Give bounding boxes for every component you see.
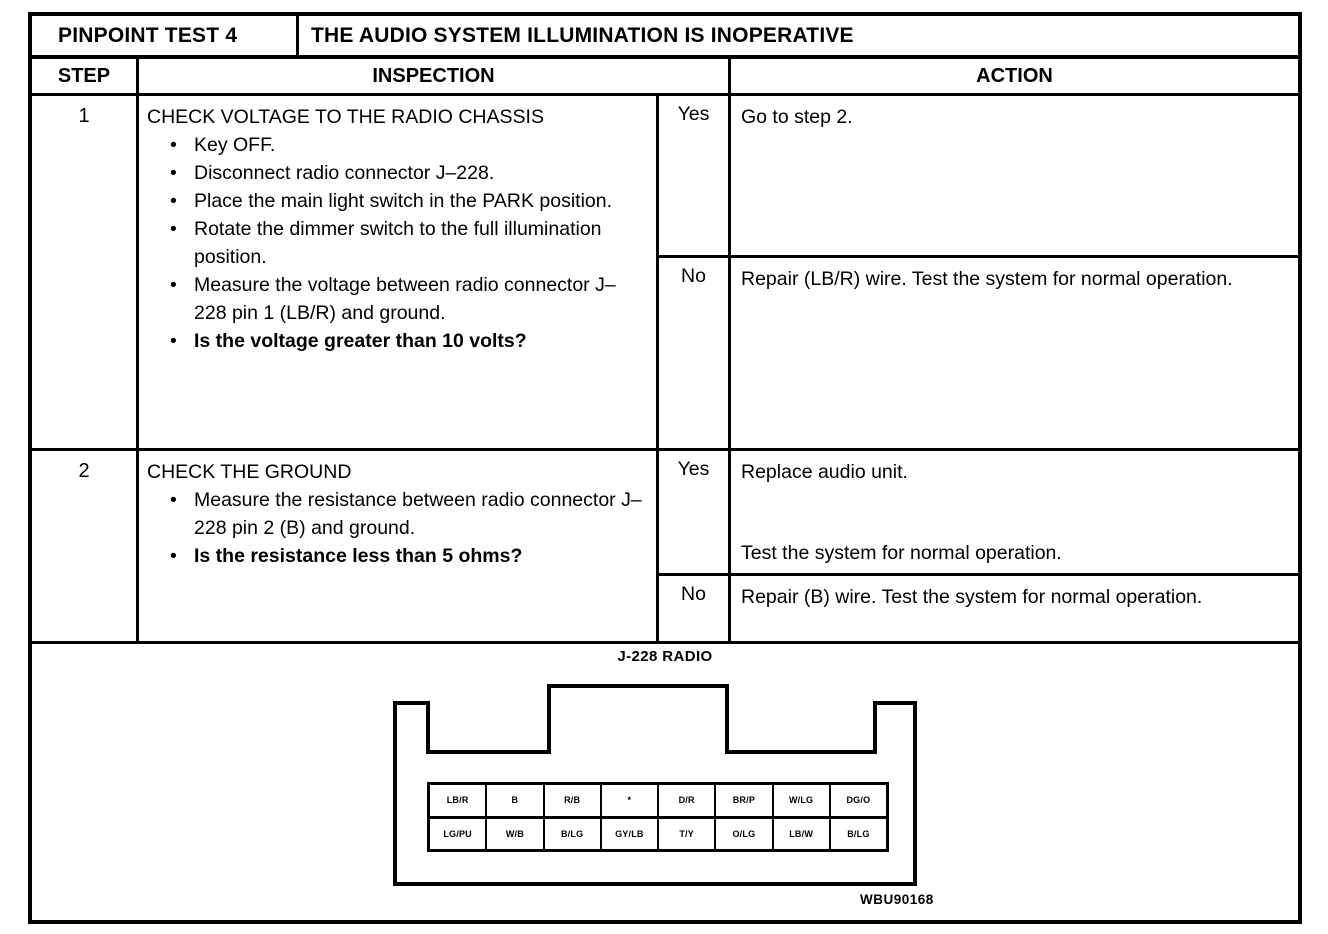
no-action-text: Repair (LB/R) wire. Test the system for …: [741, 268, 1233, 290]
inspection-bullet-list: • Key OFF. • Disconnect radio connector J–2…: [147, 131, 648, 355]
pin-label: B/LG: [847, 828, 870, 839]
no-action-cell: Repair (LB/R) wire. Test the system for …: [731, 258, 1298, 448]
no-label: No: [659, 258, 731, 448]
step-row-2: 2 CHECK THE GROUND • Measure the resistan…: [32, 451, 1298, 644]
inspection-title: CHECK THE GROUND: [147, 461, 352, 483]
no-action-cell: Repair (B) wire. Test the system for nor…: [731, 576, 1298, 641]
bullet-icon: •: [170, 545, 177, 567]
connector-outline-drawing: [393, 684, 917, 886]
bullet-text: Is the resistance less than 5 ohms?: [194, 545, 523, 567]
inspection-bullet: • Measure the voltage between radio conne…: [147, 271, 648, 327]
bullet-text: Measure the voltage between radio connec…: [194, 274, 616, 324]
bullet-icon: •: [170, 162, 177, 184]
no-action-text: Repair (B) wire. Test the system for nor…: [741, 586, 1203, 608]
yes-action-cell: Replace audio unit. Test the system for …: [731, 451, 1298, 576]
column-header-inspection: INSPECTION: [139, 59, 731, 93]
pin-label: LB/W: [774, 818, 831, 849]
pin-label: LB/R: [430, 785, 488, 816]
pin-label: B/LG: [545, 818, 602, 849]
bullet-icon: •: [170, 190, 177, 212]
pin-label: DG/O: [846, 795, 871, 806]
yes-label: Yes: [659, 96, 731, 258]
bullet-text: Measure the resistance between radio con…: [194, 489, 642, 539]
inspection-bullet: • Is the voltage greater than 10 volts?: [147, 327, 648, 355]
yes-action-text: Go to step 2.: [741, 106, 853, 128]
inspection-bullet-list: • Measure the resistance between radio co…: [147, 486, 648, 570]
yes-action-text-secondary: Test the system for normal operation.: [741, 542, 1062, 564]
inspection-cell: CHECK VOLTAGE TO THE RADIO CHASSIS • Key …: [139, 96, 659, 448]
bullet-text: Rotate the dimmer switch to the full ill…: [194, 218, 602, 268]
bullet-text: Place the main light switch in the PARK …: [194, 190, 613, 212]
inspection-cell: CHECK THE GROUND • Measure the resistance…: [139, 451, 659, 641]
title-row: PINPOINT TEST 4 THE AUDIO SYSTEM ILLUMIN…: [32, 16, 1298, 59]
column-header-row: STEP INSPECTION ACTION: [32, 59, 1298, 96]
pin-label: O/LG: [716, 818, 774, 849]
pin-label: R/B: [545, 785, 602, 816]
inspection-bullet: • Disconnect radio connector J–228.: [147, 159, 648, 187]
pin-label: *: [602, 785, 659, 816]
no-label: No: [659, 576, 731, 641]
pin-label: GY/LB: [602, 818, 659, 849]
inspection-title: CHECK VOLTAGE TO THE RADIO CHASSIS: [147, 106, 544, 128]
inspection-bullet: • Is the resistance less than 5 ohms?: [147, 542, 648, 570]
bullet-text: Disconnect radio connector J–228.: [194, 162, 495, 184]
yes-action-text: Replace audio unit.: [741, 461, 908, 483]
column-header-step: STEP: [32, 59, 139, 93]
step-number: 2: [32, 451, 139, 641]
yes-label: Yes: [659, 451, 731, 576]
pinpoint-test-document: PINPOINT TEST 4 THE AUDIO SYSTEM ILLUMIN…: [28, 12, 1302, 924]
figure-code: WBU90168: [860, 892, 934, 907]
step-row-1: 1 CHECK VOLTAGE TO THE RADIO CHASSIS • Ke…: [32, 96, 1298, 451]
test-title: THE AUDIO SYSTEM ILLUMINATION IS INOPERA…: [311, 23, 854, 47]
connector-outline: [393, 684, 917, 886]
bullet-icon: •: [170, 330, 177, 352]
bullet-text: Is the voltage greater than 10 volts?: [194, 330, 527, 352]
pinpoint-test-label: PINPOINT TEST 4: [32, 16, 299, 55]
step-number: 1: [32, 96, 139, 448]
inspection-bullet: • Measure the resistance between radio co…: [147, 486, 648, 542]
bullet-text: Key OFF.: [194, 134, 276, 156]
bullet-icon: •: [170, 134, 177, 156]
pin-label: W/B: [487, 818, 545, 849]
pin-label: W/LG: [774, 785, 831, 816]
bullet-icon: •: [170, 218, 177, 240]
inspection-bullet: • Key OFF.: [147, 131, 648, 159]
inspection-bullet: • Place the main light switch in the PARK…: [147, 187, 648, 215]
connector-label: J-228 RADIO: [617, 648, 713, 665]
inspection-bullet: • Rotate the dimmer switch to the full il…: [147, 215, 648, 271]
bullet-icon: •: [170, 489, 177, 511]
pin-label: BR/P: [716, 785, 774, 816]
pin-label: D/R: [659, 785, 717, 816]
pin-label: T/Y: [659, 818, 717, 849]
pin-label: B: [487, 785, 545, 816]
bullet-icon: •: [170, 274, 177, 296]
column-header-action: ACTION: [976, 64, 1053, 87]
pin-label: LG/PU: [430, 818, 488, 849]
yes-action-cell: Go to step 2.: [731, 96, 1298, 258]
